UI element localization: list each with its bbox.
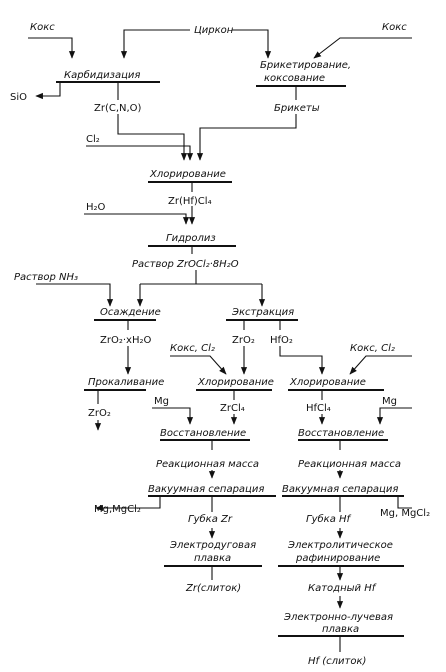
label-zro2-xh2o: ZrO₂·xH₂O — [100, 335, 151, 346]
label-reaction-mass-hf: Реакционная масса — [298, 459, 401, 470]
step-precipitation: Осаждение — [100, 307, 161, 318]
label-zro2-product: ZrO₂ — [88, 408, 111, 419]
step-ebeam-line1: Электронно-лучевая — [283, 612, 393, 623]
step-arc-melting-line1: Электродуговая — [169, 540, 256, 551]
step-vacuum-separation-hf: Вакуумная сепарация — [282, 484, 398, 495]
step-briquetting-line2: коксование — [264, 73, 325, 84]
step-electrolytic-line1: Электролитическое — [287, 540, 393, 551]
label-zr-hf-cl4: Zr(Hf)Cl₄ — [168, 196, 212, 207]
label-reaction-mass-zr: Реакционная масса — [156, 459, 259, 470]
step-arc-melting-line2: плавка — [194, 553, 231, 564]
label-mg-hf: Mg — [382, 396, 397, 407]
step-reduction-zr: Восстановление — [160, 428, 246, 439]
label-coke-cl2-right: Кокс, Cl₂ — [350, 343, 395, 354]
label-zr-cno: Zr(C,N,O) — [94, 103, 142, 114]
label-sponge-hf: Губка Hf — [306, 513, 352, 525]
label-mg-mgcl2-left: Mg,MgCl₂ — [94, 504, 141, 515]
label-coke-left: Кокс — [30, 22, 55, 33]
step-vacuum-separation-zr: Вакуумная сепарация — [148, 484, 264, 495]
step-hydrolysis: Гидролиз — [166, 233, 216, 244]
flow-connectors — [28, 29, 412, 652]
step-calcination: Прокаливание — [88, 377, 164, 388]
step-chlorination-main: Хлорирование — [149, 169, 226, 180]
label-cl2-top: Cl₂ — [86, 134, 100, 145]
flow-labels: Кокс Циркон Кокс Карбидизация Брикетиров… — [10, 22, 430, 667]
label-solution-zrocl2: Раствор ZrOCl₂·8H₂O — [132, 259, 239, 270]
label-mg-zr: Mg — [154, 396, 169, 407]
label-cathode-hf: Катодный Hf — [308, 583, 377, 594]
label-zircon: Циркон — [194, 25, 234, 36]
label-zrcl4: ZrCl₄ — [220, 403, 245, 414]
label-h2o: H₂O — [86, 202, 106, 213]
step-carbidization: Карбидизация — [64, 69, 140, 81]
label-zr-ingot: Zr(слиток) — [185, 583, 241, 594]
step-chlorination-zr: Хлорирование — [197, 377, 274, 388]
step-electrolytic-line2: рафинирование — [295, 553, 380, 564]
label-briquettes: Брикеты — [274, 103, 320, 114]
label-hf-ingot: Hf (слиток) — [308, 656, 366, 667]
process-bars — [56, 81, 404, 637]
label-nh3-solution: Раствор NH₃ — [14, 272, 78, 283]
label-coke-right: Кокс — [382, 22, 407, 33]
label-mg-mgcl2-right: Mg, MgCl₂ — [380, 508, 430, 519]
label-sponge-zr: Губка Zr — [188, 513, 233, 525]
step-chlorination-hf: Хлорирование — [289, 377, 366, 388]
label-hfcl4: HfCl₄ — [306, 403, 331, 414]
step-briquetting-line1: Брикетирование, — [260, 60, 351, 71]
label-hfo2: HfO₂ — [270, 335, 293, 346]
step-extraction: Экстракция — [231, 307, 294, 318]
step-reduction-hf: Восстановление — [298, 428, 384, 439]
label-coke-cl2-mid: Кокс, Cl₂ — [170, 343, 215, 354]
label-zro2-extract: ZrO₂ — [232, 335, 255, 346]
label-sio: SiO — [10, 92, 27, 103]
step-ebeam-line2: плавка — [322, 624, 359, 635]
